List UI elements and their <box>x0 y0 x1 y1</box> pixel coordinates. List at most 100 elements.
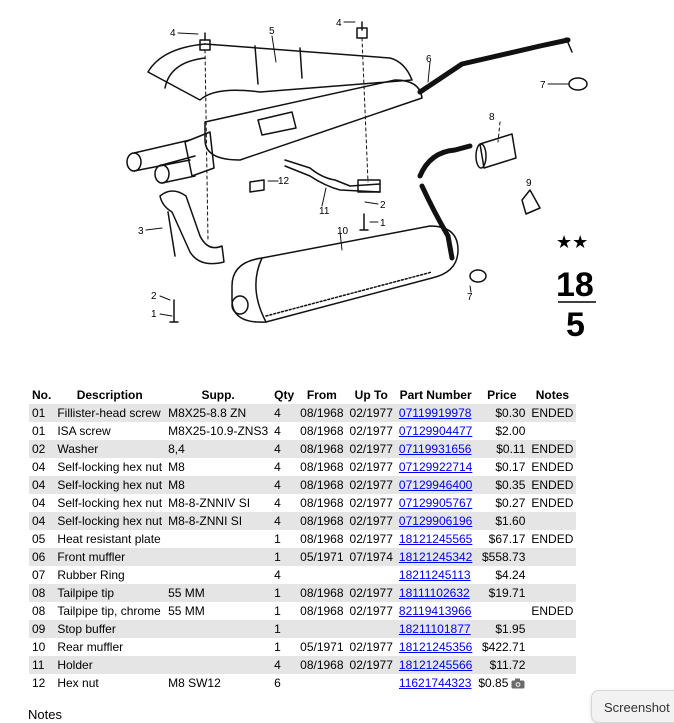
cell-notes: ENDED <box>528 476 577 494</box>
part-number-link[interactable]: 07129946400 <box>398 478 473 492</box>
cell-supp: M8-8-ZNNI SI <box>165 512 272 530</box>
cell-no: 05 <box>29 530 55 548</box>
cell-supp: M8X25-8.8 ZN <box>165 404 272 422</box>
cell-notes <box>528 512 577 530</box>
cell-price: $0.17 <box>475 458 529 476</box>
cell-upto: 02/1977 <box>346 422 396 440</box>
part-number-cell: 18211245113 <box>395 566 476 584</box>
cell-supp <box>165 656 272 674</box>
part-number-link[interactable]: 07129922714 <box>398 460 473 474</box>
cell-qty: 4 <box>271 512 298 530</box>
cell-supp <box>165 566 272 584</box>
cell-supp <box>165 638 272 656</box>
part-number-link[interactable]: 18211245113 <box>398 568 471 582</box>
part-number-cell: 07119919978 <box>395 404 476 422</box>
callout-4-right: 4 <box>336 18 342 29</box>
cell-desc: Tailpipe tip, chrome <box>54 602 166 620</box>
cell-no: 12 <box>29 674 55 692</box>
cell-supp <box>165 530 272 548</box>
part-number-link[interactable]: 18211101877 <box>398 622 471 636</box>
cell-price: $0.30 <box>475 404 529 422</box>
part-number-cell: 18121245356 <box>395 638 476 656</box>
cell-from: 05/1971 <box>297 638 347 656</box>
part-number-link[interactable]: 82119413966 <box>398 604 472 618</box>
callout-12: 12 <box>278 176 290 187</box>
part-number-link[interactable]: 07129905767 <box>398 496 473 510</box>
part-number-link[interactable]: 18111102632 <box>398 586 470 600</box>
cell-no: 07 <box>29 566 55 584</box>
cell-price: $0.35 <box>475 476 529 494</box>
part-number-cell: 07129904477 <box>395 422 476 440</box>
cell-notes <box>528 674 577 692</box>
cell-from: 08/1968 <box>297 404 347 422</box>
cell-supp: 8,4 <box>165 440 272 458</box>
cell-qty: 4 <box>271 476 298 494</box>
small-parts-drawing <box>169 21 588 323</box>
cell-from <box>297 566 347 584</box>
cell-from: 08/1968 <box>297 494 347 512</box>
cell-no: 04 <box>29 494 55 512</box>
part-number-link[interactable]: 07119931656 <box>398 442 472 456</box>
part-number-link[interactable]: 11621744323 <box>398 676 472 690</box>
cell-upto: 02/1977 <box>346 530 396 548</box>
part-number-cell: 07119931656 <box>395 440 476 458</box>
cell-notes <box>528 620 577 638</box>
cell-supp <box>165 548 272 566</box>
cell-no: 04 <box>29 476 55 494</box>
cell-notes <box>528 638 577 656</box>
bracket-drawing <box>159 190 225 265</box>
cell-notes: ENDED <box>528 458 577 476</box>
rear-pipe-drawing <box>417 133 517 261</box>
callout-8: 8 <box>489 112 495 123</box>
part-number-cell: 07129922714 <box>395 458 476 476</box>
camera-icon[interactable] <box>511 678 525 689</box>
part-number-link[interactable]: 18121245566 <box>398 658 473 672</box>
cell-no: 08 <box>29 584 55 602</box>
notes-heading: Notes <box>28 707 62 722</box>
cell-qty: 4 <box>271 404 298 422</box>
cell-qty: 6 <box>271 674 298 692</box>
cell-no: 06 <box>29 548 55 566</box>
cell-qty: 1 <box>271 638 298 656</box>
part-number-link[interactable]: 07119919978 <box>398 406 472 420</box>
part-number-link[interactable]: 07129904477 <box>398 424 473 438</box>
cell-upto: 02/1977 <box>346 458 396 476</box>
cell-price: $19.71 <box>475 584 529 602</box>
cell-from: 08/1968 <box>297 422 347 440</box>
callout-2-center: 2 <box>380 200 386 211</box>
cell-desc: Hex nut <box>54 674 166 692</box>
heat-shield-drawing <box>147 43 413 101</box>
rear-muffler-drawing <box>231 225 459 323</box>
cell-qty: 1 <box>271 602 298 620</box>
cell-price: $0.85 <box>475 674 529 692</box>
screenshot-tab[interactable]: Screenshot <box>591 690 674 723</box>
cell-desc: Rubber Ring <box>54 566 166 584</box>
part-number-link[interactable]: 18121245342 <box>398 550 473 564</box>
cell-supp: 55 MM <box>165 584 272 602</box>
cell-desc: ISA screw <box>54 422 166 440</box>
part-number-cell: 07129905767 <box>395 494 476 512</box>
cell-no: 01 <box>29 404 55 422</box>
holder-drawing <box>284 159 381 193</box>
cell-price: $1.95 <box>475 620 529 638</box>
cell-desc: Tailpipe tip <box>54 584 166 602</box>
cell-notes <box>528 566 577 584</box>
cell-desc: Self-locking hex nut <box>54 458 166 476</box>
cell-no: 02 <box>29 440 55 458</box>
part-number-link[interactable]: 07129906196 <box>398 514 473 528</box>
part-number-cell: 07129906196 <box>395 512 476 530</box>
col-header-supp: Supp. <box>165 385 272 404</box>
part-number-link[interactable]: 18121245565 <box>398 532 473 546</box>
cell-qty: 4 <box>271 656 298 674</box>
part-number-link[interactable]: 18121245356 <box>398 640 473 654</box>
cell-price: $1.60 <box>475 512 529 530</box>
col-header-description: Description <box>54 385 166 404</box>
part-number-cell: 18121245342 <box>395 548 476 566</box>
